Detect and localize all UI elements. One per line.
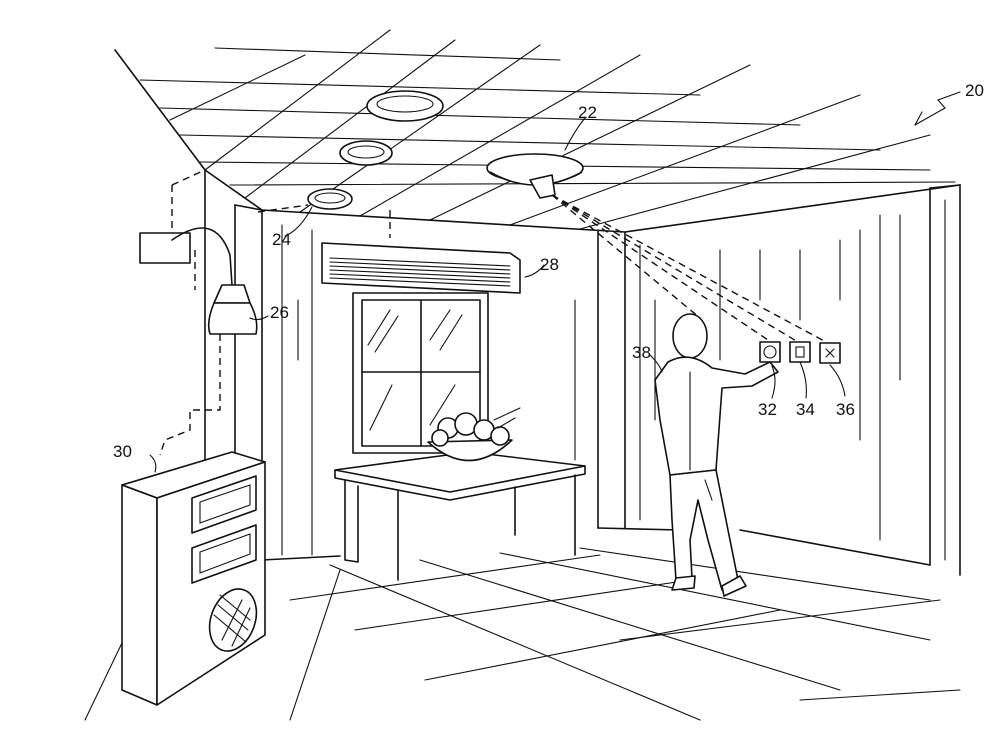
leader-lines	[149, 91, 961, 473]
ceiling	[114, 29, 961, 238]
label-24: 24	[272, 230, 291, 249]
label-32: 32	[758, 400, 777, 419]
wall-switches	[759, 341, 841, 364]
label-36: 36	[836, 400, 855, 419]
ceiling-light-24	[307, 90, 444, 210]
walls	[204, 169, 961, 601]
label-34: 34	[796, 400, 815, 419]
label-26: 26	[270, 303, 289, 322]
user-38	[654, 313, 779, 597]
label-30: 30	[113, 442, 132, 461]
sensor-hub-22	[486, 153, 584, 199]
label-22: 22	[578, 103, 597, 122]
floor	[84, 469, 961, 721]
air-conditioner-28	[321, 242, 521, 294]
lamp-26	[139, 169, 258, 456]
speaker-cabinet-30	[121, 451, 266, 706]
label-28: 28	[540, 255, 559, 274]
fruit-bowl	[427, 407, 521, 462]
reference-numerals: 20 22 24 26 28 30 32 34 36 38	[113, 81, 984, 461]
table	[334, 451, 586, 581]
sensor-beams	[551, 194, 829, 344]
label-20: 20	[965, 81, 984, 100]
label-38: 38	[632, 343, 651, 362]
